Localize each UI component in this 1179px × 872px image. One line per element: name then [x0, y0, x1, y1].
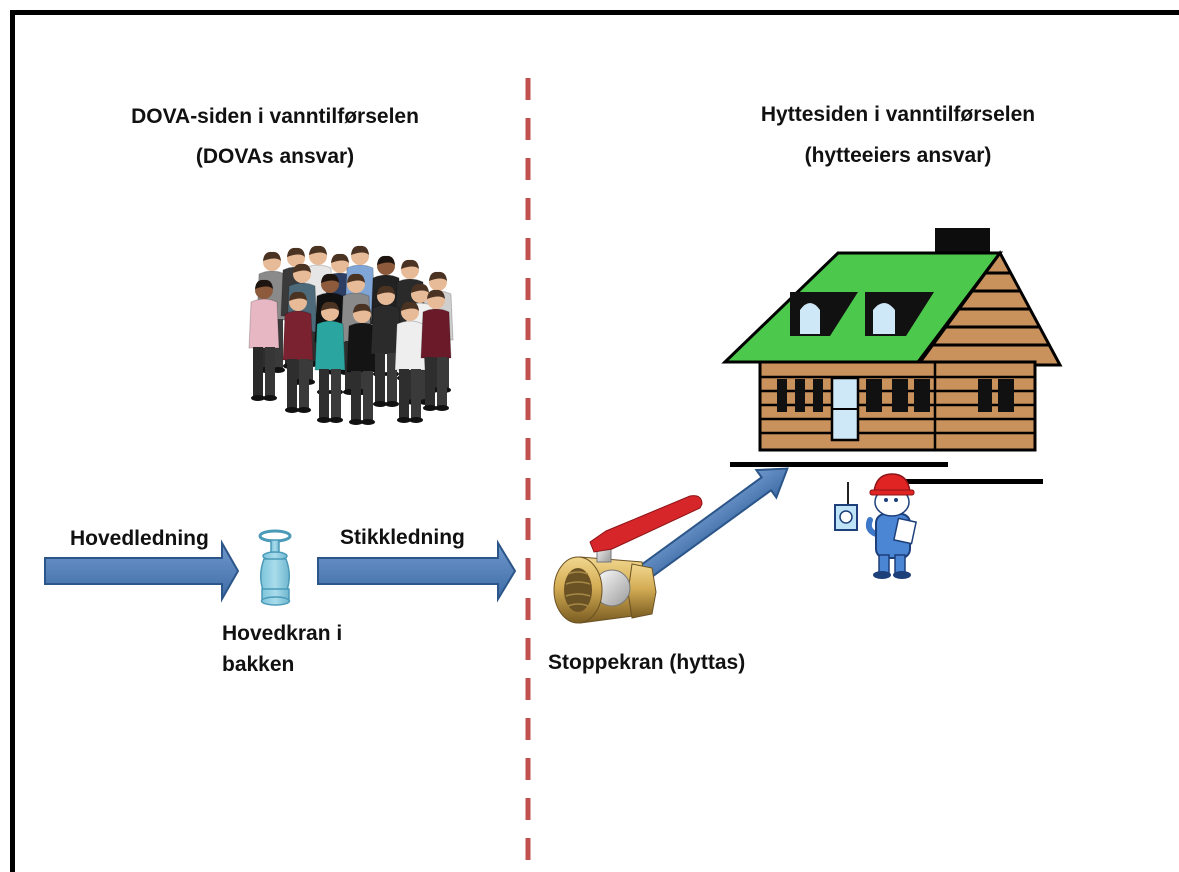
frame-left: [10, 10, 15, 872]
ground-line-back: [905, 479, 1043, 484]
cabin-icon: [721, 228, 1063, 484]
dormer-window-right: [873, 303, 895, 334]
main-valve-label-line2: bakken: [222, 653, 294, 676]
main-line-arrow: [44, 539, 240, 603]
service-pipe-arrow: [638, 467, 789, 580]
main-valve-icon: [258, 529, 292, 606]
frame-top: [10, 10, 1179, 15]
main-valve-label-line1: Hovedkran i: [222, 622, 342, 645]
right-heading-line1: Hyttesiden i vanntilførselen: [761, 103, 1035, 126]
ball-valve-icon: [553, 495, 703, 624]
left-heading-line2: (DOVAs ansvar): [196, 145, 354, 168]
people-group-icon: [248, 245, 454, 426]
plumber-icon: [834, 473, 917, 579]
right-heading-line2: (hytteeiers ansvar): [805, 144, 992, 167]
stop-valve-label: Stoppekran (hyttas): [548, 651, 745, 674]
dormer-window-left: [800, 303, 820, 334]
main-line-label: Hovedledning: [70, 527, 209, 550]
service-line-label: Stikkledning: [340, 526, 465, 549]
left-heading-line1: DOVA-siden i vanntilførselen: [131, 105, 419, 128]
cabin-windows: [777, 379, 1014, 412]
service-line-arrow: [317, 539, 517, 603]
ground-line-front: [730, 462, 948, 467]
